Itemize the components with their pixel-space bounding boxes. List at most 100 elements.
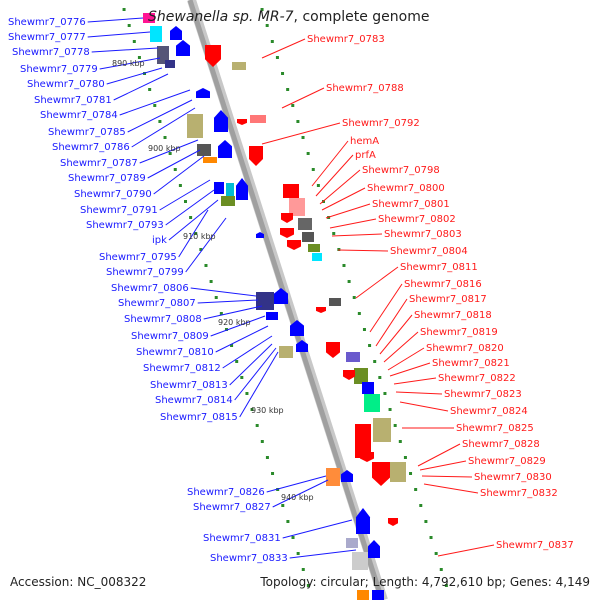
gene-label-right: Shewmr7_0819 bbox=[420, 327, 498, 338]
tick-dot bbox=[235, 360, 239, 363]
gene-label-right: Shewmr7_0800 bbox=[367, 183, 445, 194]
tick-dot bbox=[373, 360, 377, 363]
leader-line-left bbox=[289, 549, 357, 559]
gene-feature-block bbox=[302, 232, 314, 242]
gene-feature-arrow bbox=[356, 508, 370, 534]
gene-label-right: hemA bbox=[350, 136, 379, 147]
gene-label-left: Shewmr7_0795 bbox=[99, 252, 177, 263]
tick-dot bbox=[132, 40, 136, 43]
leader-line-left bbox=[266, 475, 327, 493]
leader-line-left bbox=[178, 209, 209, 258]
genome-summary-text: Topology: circular; Length: 4,792,610 bp… bbox=[260, 575, 590, 589]
leader-line-right bbox=[329, 218, 377, 229]
tick-dot bbox=[296, 552, 300, 555]
tick-dot bbox=[337, 248, 341, 251]
gene-label-left: Shewmr7_0810 bbox=[136, 347, 214, 358]
tick-dot bbox=[357, 312, 361, 315]
leader-line-right bbox=[321, 187, 366, 211]
gene-feature-block bbox=[279, 346, 293, 358]
tick-dot bbox=[286, 520, 290, 523]
gene-label-left: Shewmr7_0786 bbox=[52, 142, 130, 153]
gene-feature-block bbox=[256, 292, 274, 310]
gene-feature-block bbox=[372, 590, 384, 600]
title-suffix: , complete genome bbox=[293, 9, 430, 25]
tick-dot bbox=[148, 88, 152, 91]
gene-feature-arrow bbox=[296, 340, 308, 352]
tick-dot bbox=[271, 472, 275, 475]
gene-feature-arrow bbox=[274, 288, 288, 304]
tick-dot bbox=[301, 568, 305, 571]
organism-name: Shewanella sp. MR-7 bbox=[148, 9, 294, 25]
gene-label-left: Shewmr7_0793 bbox=[86, 220, 164, 231]
scale-tick-label: 900 kbp bbox=[148, 144, 181, 153]
scale-tick-label: 920 kbp bbox=[218, 318, 251, 327]
gene-label-left: Shewmr7_0833 bbox=[210, 553, 288, 564]
gene-feature-block bbox=[326, 468, 340, 486]
gene-label-right: Shewmr7_0802 bbox=[378, 214, 456, 225]
tick-dot bbox=[230, 344, 234, 347]
gene-feature-arrow bbox=[372, 462, 390, 486]
tick-dot bbox=[265, 24, 269, 27]
tick-dot bbox=[281, 504, 285, 507]
gene-label-right: Shewmr7_0822 bbox=[438, 373, 516, 384]
leader-line-right bbox=[281, 87, 325, 109]
gene-feature-block bbox=[226, 183, 234, 197]
scale-tick-label: 930 kbp bbox=[251, 406, 284, 415]
gene-label-right: Shewmr7_0830 bbox=[474, 472, 552, 483]
gene-label-right: Shewmr7_0821 bbox=[432, 358, 510, 369]
gene-label-left: Shewmr7_0799 bbox=[106, 267, 184, 278]
gene-label-right: Shewmr7_0804 bbox=[390, 246, 468, 257]
gene-feature-arrow bbox=[326, 342, 340, 358]
gene-label-right: Shewmr7_0817 bbox=[409, 294, 487, 305]
gene-feature-block bbox=[203, 157, 217, 163]
tick-dot bbox=[414, 488, 418, 491]
gene-label-right: Shewmr7_0788 bbox=[326, 83, 404, 94]
leader-line-left bbox=[234, 347, 277, 401]
leader-line-left bbox=[239, 351, 279, 418]
gene-feature-block bbox=[308, 244, 320, 252]
gene-feature-arrow bbox=[343, 370, 355, 380]
gene-feature-arrow bbox=[256, 232, 264, 238]
gene-feature-block bbox=[352, 552, 368, 570]
tick-dot bbox=[260, 440, 264, 443]
gene-feature-block bbox=[357, 590, 369, 600]
gene-feature-block bbox=[346, 352, 360, 362]
gene-label-left: Shewmr7_0787 bbox=[60, 158, 138, 169]
gene-label-right: Shewmr7_0829 bbox=[468, 456, 546, 467]
tick-dot bbox=[434, 552, 438, 555]
leader-line-right bbox=[379, 314, 413, 355]
gene-tracks bbox=[122, 0, 448, 600]
gene-label-right: Shewmr7_0816 bbox=[404, 279, 482, 290]
gene-feature-arrow bbox=[170, 26, 182, 40]
gene-feature-arrow bbox=[280, 228, 294, 238]
gene-label-left: ipk bbox=[152, 235, 167, 246]
leader-line-left bbox=[203, 305, 263, 320]
leader-line-right bbox=[375, 298, 408, 347]
scale-tick-label: 910 kbp bbox=[183, 232, 216, 241]
gene-label-left: Shewmr7_0777 bbox=[8, 32, 86, 43]
tick-dot bbox=[158, 120, 162, 123]
leader-line-left bbox=[87, 17, 144, 23]
leader-line-left bbox=[153, 155, 205, 195]
tick-dot bbox=[368, 344, 372, 347]
gene-feature-block bbox=[157, 46, 169, 64]
leader-line-right bbox=[389, 362, 431, 377]
leader-line-left bbox=[282, 519, 353, 539]
tick-dot bbox=[286, 88, 290, 91]
leader-line-left bbox=[210, 315, 266, 337]
tick-dot bbox=[403, 456, 407, 459]
gene-label-right: prfA bbox=[355, 150, 376, 161]
tick-dot bbox=[342, 264, 346, 267]
tick-dot bbox=[388, 408, 392, 411]
gene-feature-block bbox=[143, 13, 155, 23]
gene-feature-block bbox=[283, 184, 299, 198]
gene-feature-arrow bbox=[287, 240, 301, 250]
leader-line-left bbox=[139, 139, 199, 164]
tick-dot bbox=[260, 8, 264, 11]
gene-label-left: Shewmr7_0780 bbox=[27, 79, 105, 90]
gene-feature-block bbox=[165, 60, 175, 68]
gene-feature-block bbox=[312, 253, 322, 261]
leader-line-left bbox=[113, 73, 169, 101]
leader-line-left bbox=[215, 325, 269, 353]
